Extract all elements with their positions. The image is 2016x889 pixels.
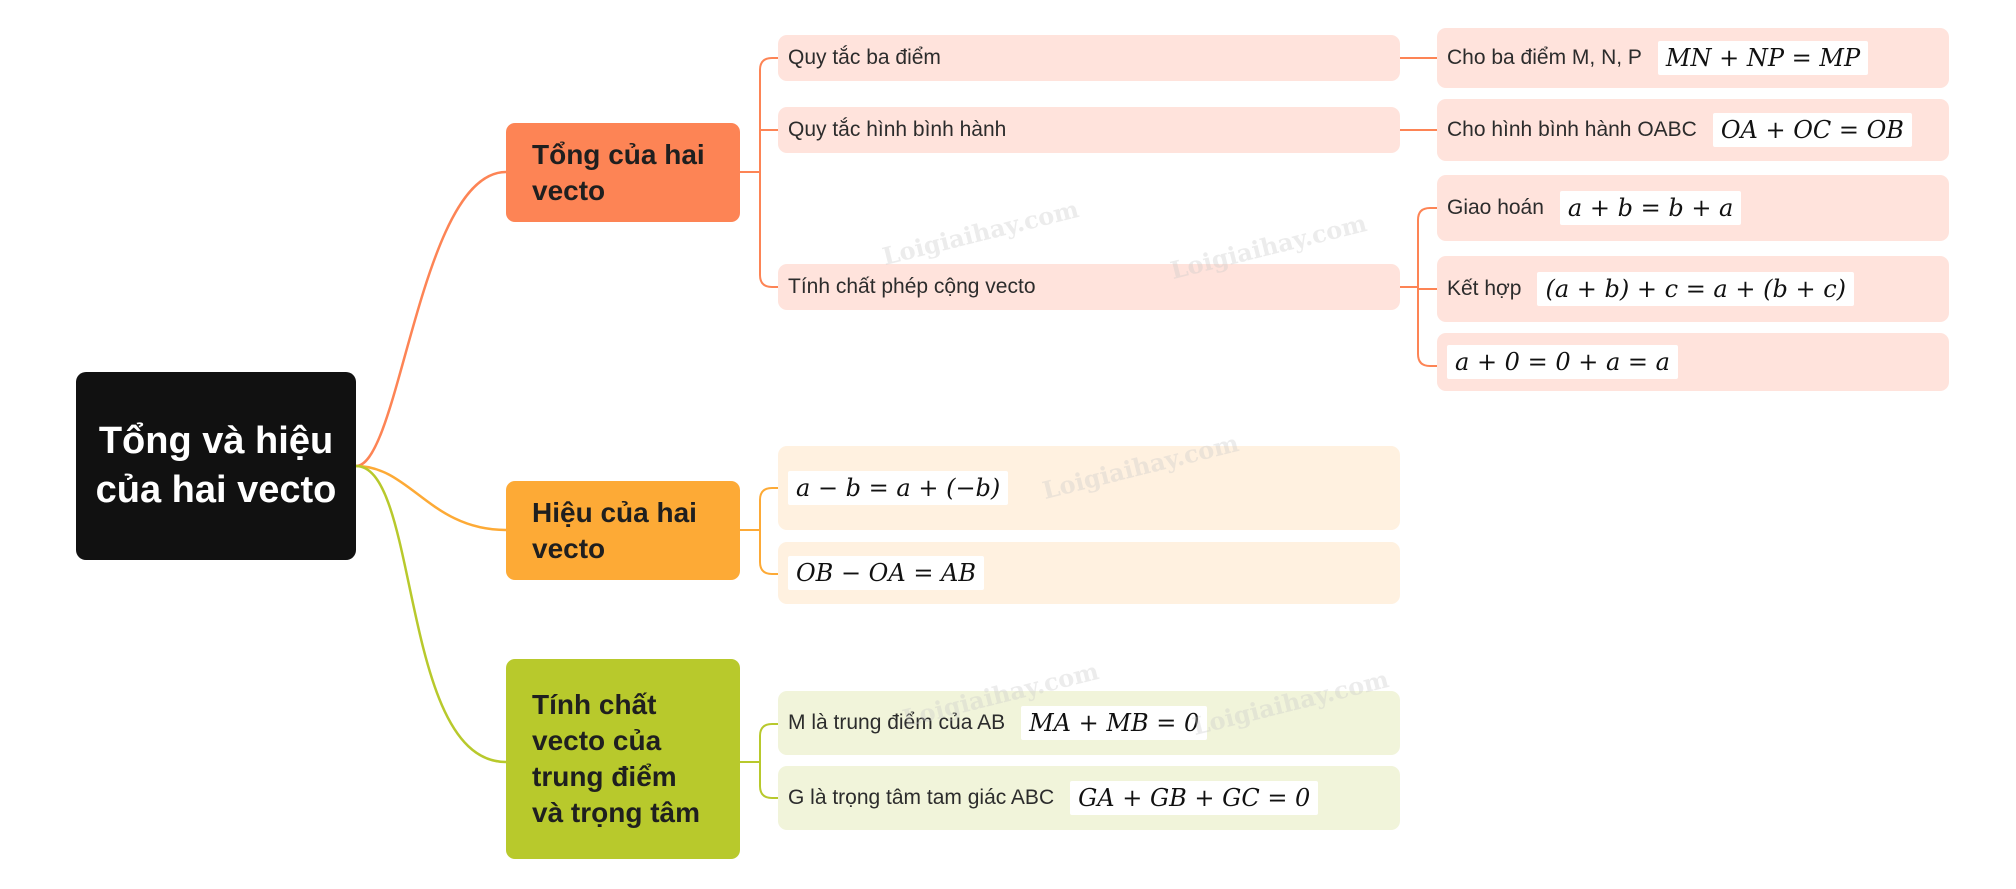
leaf-label: M là trung điểm của AB (788, 711, 1006, 734)
formula-centroid: GA + GB + GC = 0 (1070, 781, 1319, 815)
formula-difference-definition: a − b = a + (−b) (788, 471, 1009, 505)
formula-three-point: MN + NP = MP (1657, 41, 1869, 75)
leaf-three-point-rule[interactable]: Quy tắc ba điểm (778, 35, 1400, 81)
leaf-midpoint[interactable]: M là trung điểm của AB MA + MB = 0 (778, 691, 1400, 755)
branch-sum-of-vectors[interactable]: Tổng của hai vecto (506, 123, 740, 222)
sub-zero-vector[interactable]: a + 0 = 0 + a = a (1437, 333, 1949, 391)
branch-difference-of-vectors[interactable]: Hiệu của hai vecto (506, 481, 740, 580)
root-node[interactable]: Tổng và hiệu của hai vecto (76, 372, 356, 560)
connector-root-sum (355, 170, 507, 468)
formula-commutative: a + b = b + a (1559, 191, 1742, 225)
leaf-addition-properties[interactable]: Tính chất phép cộng vecto (778, 264, 1400, 310)
connector-sum-subs (1400, 57, 1437, 367)
leaf-centroid[interactable]: G là trọng tâm tam giác ABC GA + GB + GC… (778, 766, 1400, 830)
connector-diff-leaves (740, 487, 778, 575)
formula-parallelogram: OA + OC = OB (1712, 113, 1912, 147)
branch-midpoint-centroid-properties[interactable]: Tính chất vecto của trung điểm và trọng … (506, 659, 740, 859)
leaf-parallelogram-rule[interactable]: Quy tắc hình bình hành (778, 107, 1400, 153)
connector-props-leaves (740, 723, 778, 799)
formula-difference-rule: OB − OA = AB (788, 556, 985, 590)
formula-associative: (a + b) + c = a + (b + c) (1537, 272, 1854, 306)
leaf-label: Quy tắc ba điểm (788, 46, 941, 69)
connector-root-diff (355, 464, 507, 532)
sub-associative[interactable]: Kết hợp (a + b) + c = a + (b + c) (1437, 256, 1949, 322)
leaf-difference-definition[interactable]: a − b = a + (−b) (778, 446, 1400, 530)
leaf-label: G là trọng tâm tam giác ABC (788, 786, 1055, 809)
leaf-difference-rule[interactable]: OB − OA = AB (778, 542, 1400, 604)
connector-sum-leaves (740, 57, 778, 288)
formula-midpoint: MA + MB = 0 (1021, 706, 1208, 740)
sub-three-point-detail[interactable]: Cho ba điểm M, N, P MN + NP = MP (1437, 28, 1949, 88)
sub-label: Cho hình bình hành OABC (1447, 118, 1697, 141)
sub-commutative[interactable]: Giao hoán a + b = b + a (1437, 175, 1949, 241)
sub-label: Giao hoán (1447, 196, 1544, 219)
connector-root-props (355, 464, 507, 764)
sub-parallelogram-detail[interactable]: Cho hình bình hành OABC OA + OC = OB (1437, 99, 1949, 161)
sub-label: Cho ba điểm M, N, P (1447, 46, 1642, 69)
leaf-label: Quy tắc hình bình hành (788, 118, 1007, 141)
leaf-label: Tính chất phép cộng vecto (788, 275, 1036, 298)
sub-label: Kết hợp (1447, 277, 1522, 300)
formula-zero-vector: a + 0 = 0 + a = a (1447, 345, 1678, 379)
